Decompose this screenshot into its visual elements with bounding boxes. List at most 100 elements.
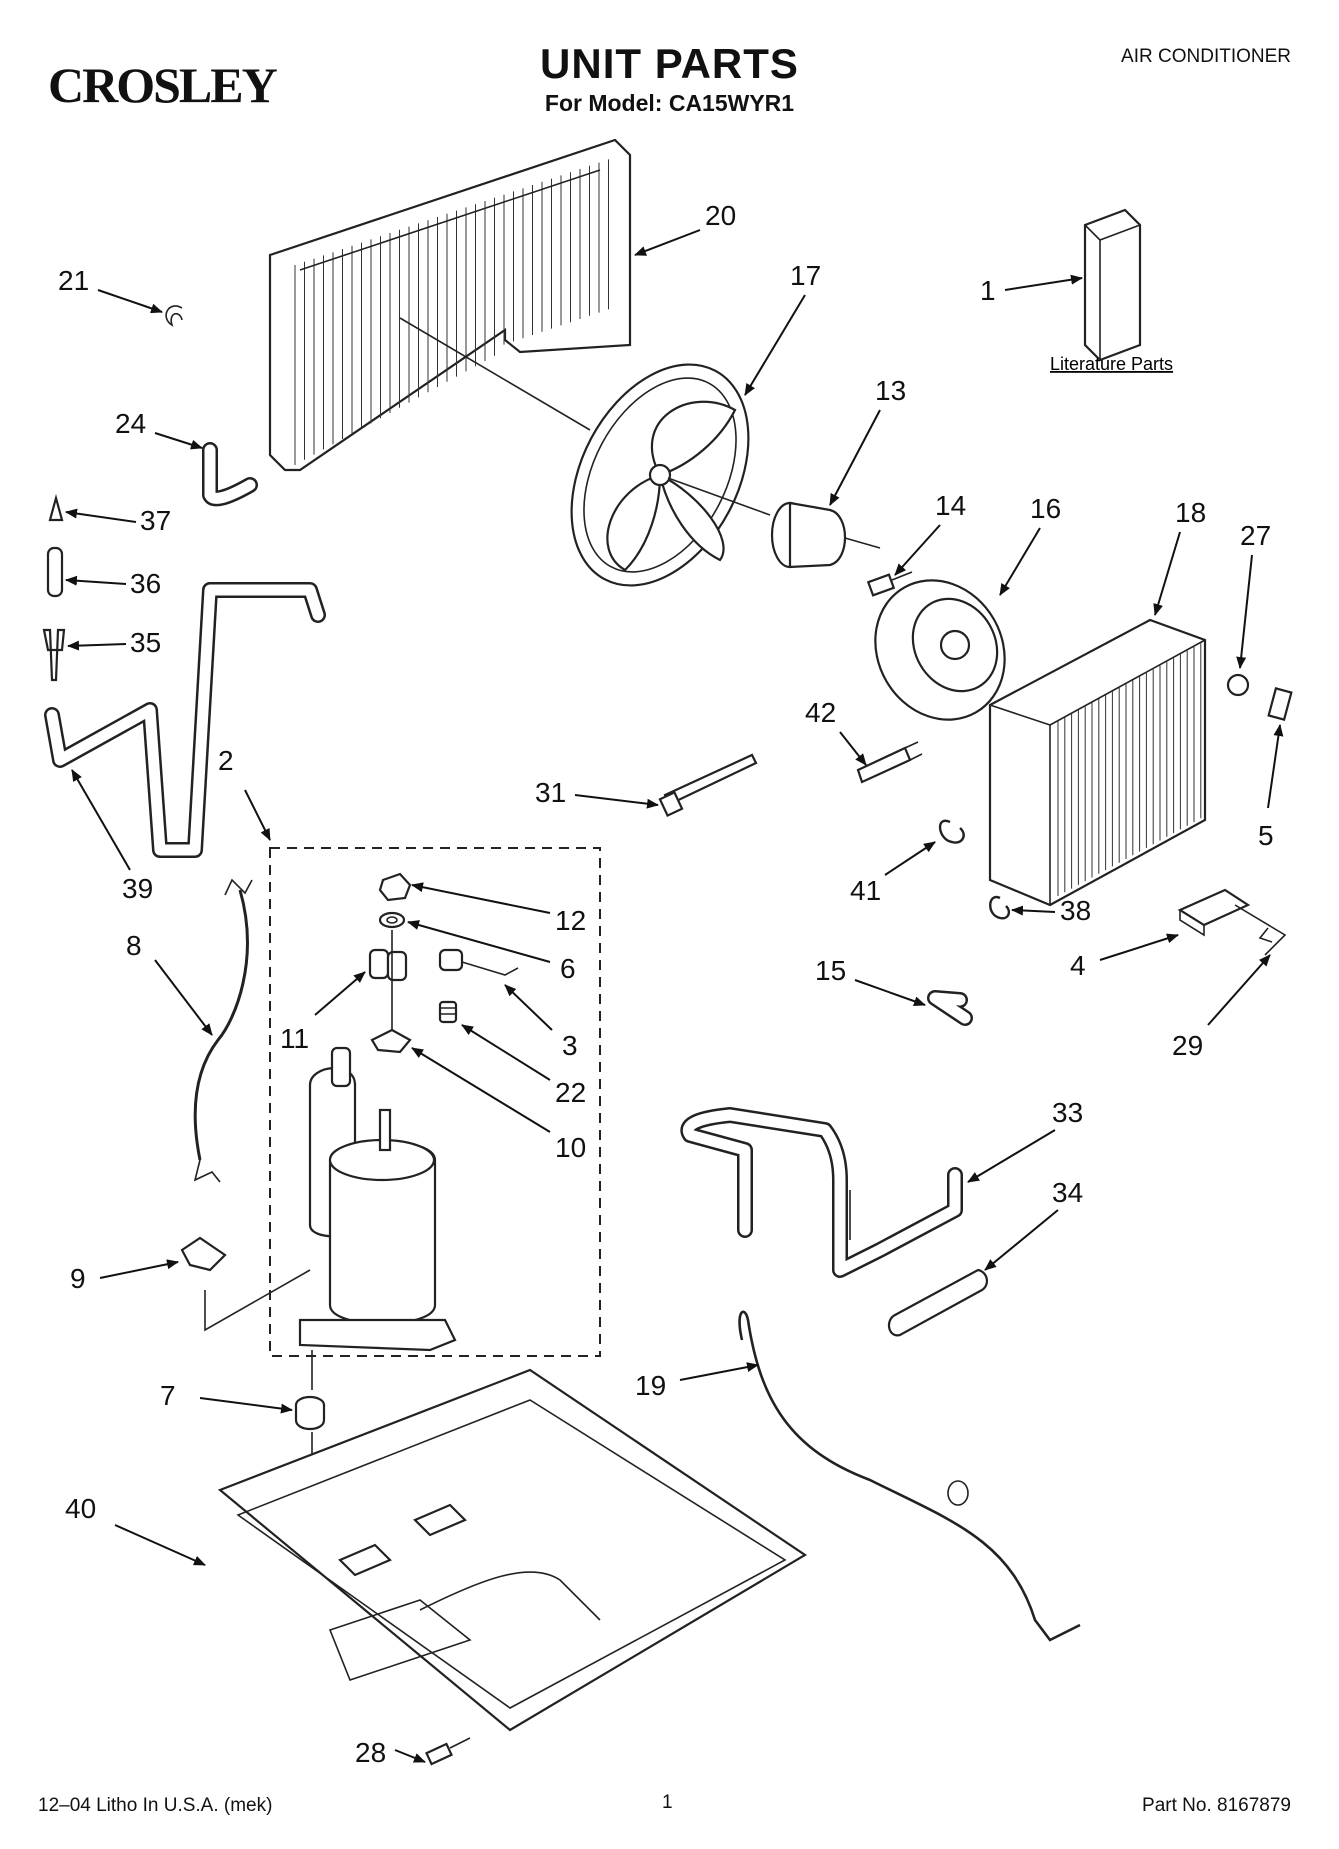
svg-text:41: 41: [850, 875, 881, 906]
fitting-37: [48, 493, 64, 522]
callout-17: 17: [744, 260, 821, 396]
callout-28: 28: [355, 1737, 426, 1768]
connector-35: [42, 628, 66, 682]
svg-text:27: 27: [1240, 520, 1271, 551]
spring-22: [438, 1000, 458, 1024]
svg-text:21: 21: [58, 265, 89, 296]
callout-41: 41: [850, 841, 936, 906]
fan-blade: [399, 317, 771, 587]
callout-34: 34: [984, 1177, 1083, 1271]
connector-42: [856, 741, 923, 784]
terminal-cover-9: [180, 1236, 311, 1332]
svg-text:40: 40: [65, 1493, 96, 1524]
brand-logo: CROSLEY: [48, 57, 278, 113]
fan-motor: [770, 501, 881, 569]
callout-24: 24: [115, 408, 203, 450]
callout-10: 10: [411, 1047, 586, 1163]
svg-text:13: 13: [875, 375, 906, 406]
callout-35: 35: [67, 627, 161, 658]
bracket-10: [370, 930, 412, 1054]
compressor-assembly-box: [269, 847, 601, 1357]
base-pan: [217, 1368, 808, 1732]
callout-20: 20: [634, 200, 736, 256]
bracket-4: [1177, 888, 1251, 937]
svg-text:11: 11: [280, 1023, 309, 1054]
page-title: UNIT PARTS: [540, 40, 799, 87]
svg-text:34: 34: [1052, 1177, 1083, 1208]
svg-text:39: 39: [122, 873, 153, 904]
svg-text:33: 33: [1052, 1097, 1083, 1128]
literature-parts-label: Literature Parts: [1050, 354, 1173, 374]
svg-text:42: 42: [805, 697, 836, 728]
clip-38: [989, 895, 1011, 920]
callout-39: 39: [71, 769, 153, 904]
callout-36: 36: [65, 568, 161, 599]
suction-tube-39: [44, 582, 326, 858]
svg-text:5: 5: [1258, 820, 1274, 851]
callout-27: 27: [1236, 520, 1271, 669]
compressor: [298, 1046, 457, 1390]
washer-6: [378, 911, 406, 929]
screw-28: [425, 1737, 471, 1766]
callout-8: 8: [126, 930, 213, 1036]
callout-21: 21: [58, 265, 163, 314]
svg-text:19: 19: [635, 1370, 666, 1401]
callout-7: 7: [160, 1380, 293, 1414]
callout-16: 16: [999, 493, 1061, 596]
callout-38: 38: [1011, 895, 1091, 926]
blower-wheel: [874, 579, 1006, 721]
svg-text:16: 16: [1030, 493, 1061, 524]
callout-13: 13: [829, 375, 906, 506]
footer-part-number: Part No. 8167879: [1142, 1795, 1291, 1816]
spring-29: [1234, 904, 1287, 956]
callout-14: 14: [894, 490, 966, 576]
svg-text:35: 35: [130, 627, 161, 658]
svg-text:10: 10: [555, 1132, 586, 1163]
svg-text:29: 29: [1172, 1030, 1203, 1061]
svg-text:31: 31: [535, 777, 566, 808]
callouts: 1 2 3 4 5 6 7 8 9 10 11 12 13 14 15 16 1…: [58, 200, 1284, 1768]
clip-41: [938, 819, 965, 844]
callout-18: 18: [1153, 497, 1206, 616]
condenser-coil: [268, 138, 632, 472]
callout-22: 22: [461, 1024, 586, 1108]
svg-text:4: 4: [1070, 950, 1086, 981]
callout-42: 42: [805, 697, 867, 766]
callout-5: 5: [1258, 724, 1284, 851]
tube-24: [202, 442, 258, 507]
svg-text:17: 17: [790, 260, 821, 291]
wire-harness: [193, 878, 253, 1183]
svg-text:24: 24: [115, 408, 146, 439]
svg-text:8: 8: [126, 930, 142, 961]
screw-14: [866, 571, 913, 597]
callout-4: 4: [1070, 933, 1179, 981]
callout-33: 33: [967, 1097, 1083, 1183]
svg-text:38: 38: [1060, 895, 1091, 926]
svg-text:22: 22: [555, 1077, 586, 1108]
svg-text:2: 2: [218, 745, 234, 776]
svg-text:7: 7: [160, 1380, 176, 1411]
callout-37: 37: [65, 505, 171, 536]
footer-print-info: 12–04 Litho In U.S.A. (mek): [38, 1795, 273, 1816]
rod-19: [738, 1310, 1081, 1642]
svg-text:12: 12: [555, 905, 586, 936]
callout-15: 15: [815, 955, 926, 1007]
callout-2: 2: [218, 745, 271, 841]
drain-tube-15: [927, 990, 973, 1026]
svg-text:36: 36: [130, 568, 161, 599]
tube-36: [46, 546, 64, 598]
nut-12: [378, 872, 412, 902]
callout-19: 19: [635, 1362, 759, 1401]
bushing-27: [1226, 673, 1250, 697]
svg-text:14: 14: [935, 490, 966, 521]
evaporator-coil: [988, 618, 1207, 907]
svg-text:9: 9: [70, 1263, 86, 1294]
footer-page-number: 1: [662, 1792, 673, 1813]
svg-text:3: 3: [562, 1030, 578, 1061]
product-category: AIR CONDITIONER: [1121, 46, 1291, 67]
callout-1: 1: [980, 274, 1083, 306]
discharge-tube-33: [680, 1107, 963, 1278]
clip-21: [165, 305, 183, 327]
model-subtitle: For Model: CA15WYR1: [544, 90, 795, 116]
